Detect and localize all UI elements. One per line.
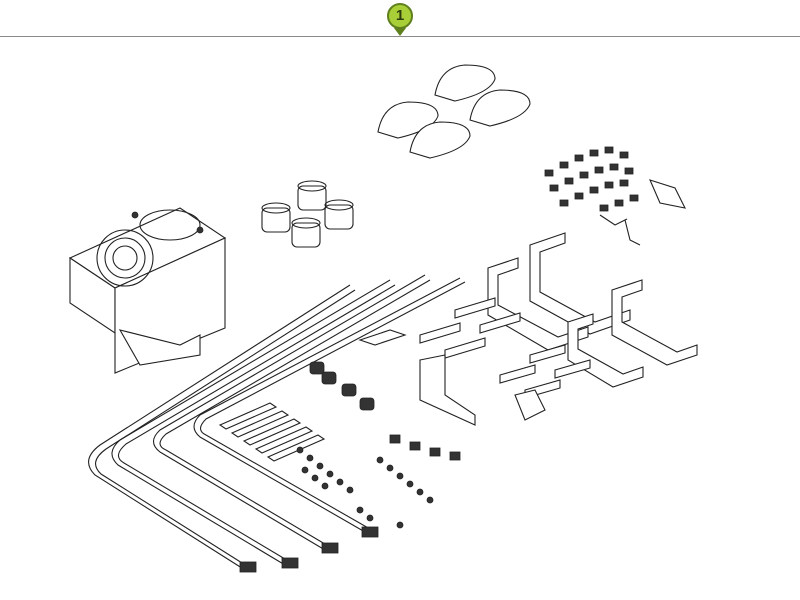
callout-badge[interactable]: 1 xyxy=(387,3,413,29)
flat-bars xyxy=(218,402,326,462)
small-hardware xyxy=(296,434,461,529)
brackets xyxy=(487,232,698,388)
exploded-parts-diagram xyxy=(68,64,698,573)
header-rule xyxy=(0,36,800,37)
fittings xyxy=(544,146,686,246)
hose-lines xyxy=(88,274,466,573)
callout-pointer xyxy=(394,28,406,36)
reservoir-unit xyxy=(68,207,227,374)
mounting-plates xyxy=(358,297,591,426)
sensor-caps xyxy=(377,64,531,159)
pump-units xyxy=(261,180,354,248)
